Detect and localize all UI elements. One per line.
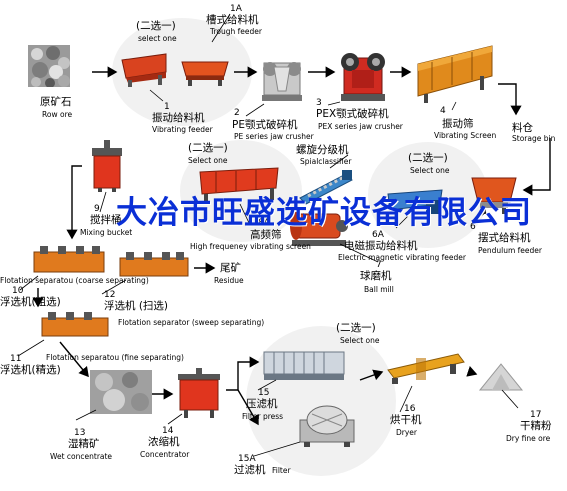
select-one-label-1: (二选一) — [136, 20, 176, 32]
step-15-number: 15 — [258, 388, 270, 398]
step-4-label-en: Vibrating Screen — [434, 131, 497, 140]
step-7-number: 7 — [376, 260, 382, 270]
company-watermark: 大冶市旺盛选矿设备有限公司 — [116, 195, 532, 231]
step-12-label: 浮选机 (扫选) — [104, 300, 169, 312]
spiral-classifier-image — [299, 170, 353, 205]
step-11-label-en: Flotation separatou (fine separating) — [46, 353, 184, 362]
step-12-number: 12 — [104, 290, 116, 300]
select-one-label-4: (二选一) — [336, 322, 376, 334]
ball-mill-image — [290, 212, 348, 246]
step-14-number: 14 — [162, 426, 174, 436]
pe-jaw-crusher-image — [262, 62, 302, 101]
pendulum-feeder-image — [471, 177, 517, 214]
step-1-label-en: Vibrating feeder — [152, 125, 213, 134]
step-8a-label: 高频筛 — [250, 229, 282, 241]
step-15a-number: 15A — [238, 454, 256, 464]
step-3-number: 3 — [316, 98, 322, 108]
step-13-label: 湿精矿 — [68, 438, 100, 450]
flotation-coarse-image — [33, 246, 105, 273]
step-1a-label-en: Trough feeder — [210, 27, 262, 36]
select-one-label-2: (二选一) — [188, 142, 228, 154]
step-6-label: 摆式给料机 — [478, 232, 531, 244]
step-11-label: 浮选机(精选) — [0, 364, 61, 376]
step-7-label-en: Ball mill — [364, 285, 394, 294]
step-2-number: 2 — [234, 108, 240, 118]
flotation-sweep-image — [119, 252, 189, 277]
step-9-label-en: Mixing bucket — [80, 228, 133, 237]
step-10-number: 10 — [12, 286, 24, 296]
step-3-label-en: PEX series jaw crusher — [318, 122, 403, 131]
step-10-label: 浮选机(粗选) — [0, 296, 61, 308]
select-one-label-3: (二选一) — [408, 152, 448, 164]
step-2-label: PE颚式破碎机 — [232, 119, 298, 131]
select-one-label-1-en: select one — [138, 34, 177, 43]
storage-bin-label: 料仓 — [512, 122, 533, 134]
step-1a-number: 1A — [230, 4, 242, 14]
step-9-label: 搅拌桶 — [90, 214, 122, 226]
spiral-classifier-label-en: Spialclassifier — [300, 157, 352, 166]
step-8a-number: 8A — [258, 218, 270, 228]
raw-ore-label: 原矿石 — [40, 96, 72, 108]
trough-feeder-image — [181, 61, 229, 86]
raw-ore-image — [28, 45, 70, 87]
step-15-label-en: Filter press — [242, 412, 284, 421]
step-6a-number: 6A — [372, 230, 384, 240]
step-15-label: 压滤机 — [246, 398, 278, 410]
select-one-label-4-en: Select one — [340, 336, 380, 345]
step-17-label: 干精粉 — [520, 420, 552, 432]
residue-label: 尾矿 — [220, 262, 241, 274]
step-4-label: 振动筛 — [442, 118, 474, 130]
step-15a-label-en: Filter — [272, 466, 291, 475]
vibrating-screen-image — [417, 45, 493, 103]
spiral-classifier-label: 螺旋分级机 — [296, 144, 349, 156]
step-1-number: 1 — [164, 102, 170, 112]
raw-ore-label-en: Row ore — [42, 110, 73, 119]
step-9-number: 9 — [94, 204, 100, 214]
step-16-label: 烘干机 — [390, 414, 422, 426]
step-11-number: 11 — [10, 354, 22, 364]
step-16-label-en: Dryer — [396, 428, 417, 437]
step-12-label-en: Flotation separator (sweep separating) — [118, 318, 265, 327]
high-frequency-screen-image — [199, 167, 279, 202]
step-10-label-en: Flotation separatou (coarse separating) — [0, 276, 149, 285]
storage-bin-label-en: Storage bin — [512, 134, 556, 143]
step-6a-label: 电磁振动给料机 — [344, 240, 418, 252]
filter-press-image — [263, 351, 345, 380]
step-8a-label-en: High frequeney vibrating screen — [190, 242, 311, 251]
step-14-label: 浓缩机 — [148, 436, 180, 448]
pex-jaw-crusher-image — [341, 53, 385, 101]
wet-concentrate-image — [90, 370, 152, 414]
flotation-fine-image — [41, 312, 109, 337]
step-16-number: 16 — [404, 404, 416, 414]
step-17-label-en: Dry fine ore — [506, 434, 551, 443]
dry-fine-ore-image — [478, 363, 524, 391]
select-one-label-2-en: Select one — [188, 156, 228, 165]
step-14-label-en: Concentrator — [140, 450, 190, 459]
step-4-number: 4 — [440, 106, 446, 116]
step-6-number: 6 — [470, 222, 476, 232]
select-one-label-3-en: Select one — [410, 166, 450, 175]
step-3-label: PEX颚式破碎机 — [316, 108, 389, 120]
residue-label-en: Residue — [214, 276, 244, 285]
step-1a-label: 槽式给料机 — [206, 14, 259, 26]
mixing-bucket-image — [92, 140, 122, 192]
filter-image — [299, 405, 355, 447]
dryer-image — [387, 353, 465, 384]
step-17-number: 17 — [530, 410, 542, 420]
step-2-label-en: PE series jaw crusher — [234, 132, 314, 141]
step-6-label-en: Pendulum feeder — [478, 246, 542, 255]
vibrating-feeder-image — [121, 53, 167, 87]
step-7-label: 球磨机 — [360, 270, 392, 282]
step-13-label-en: Wet concentrate — [50, 452, 113, 461]
step-1-label: 振动给料机 — [152, 112, 205, 124]
step-13-number: 13 — [74, 428, 86, 438]
concentrator-image — [178, 368, 220, 418]
electromagnetic-feeder-image — [387, 189, 443, 214]
step-6a-label-en: Electric magnetic vibrating feeder — [338, 253, 466, 262]
step-15a-label: 过滤机 — [234, 464, 266, 476]
